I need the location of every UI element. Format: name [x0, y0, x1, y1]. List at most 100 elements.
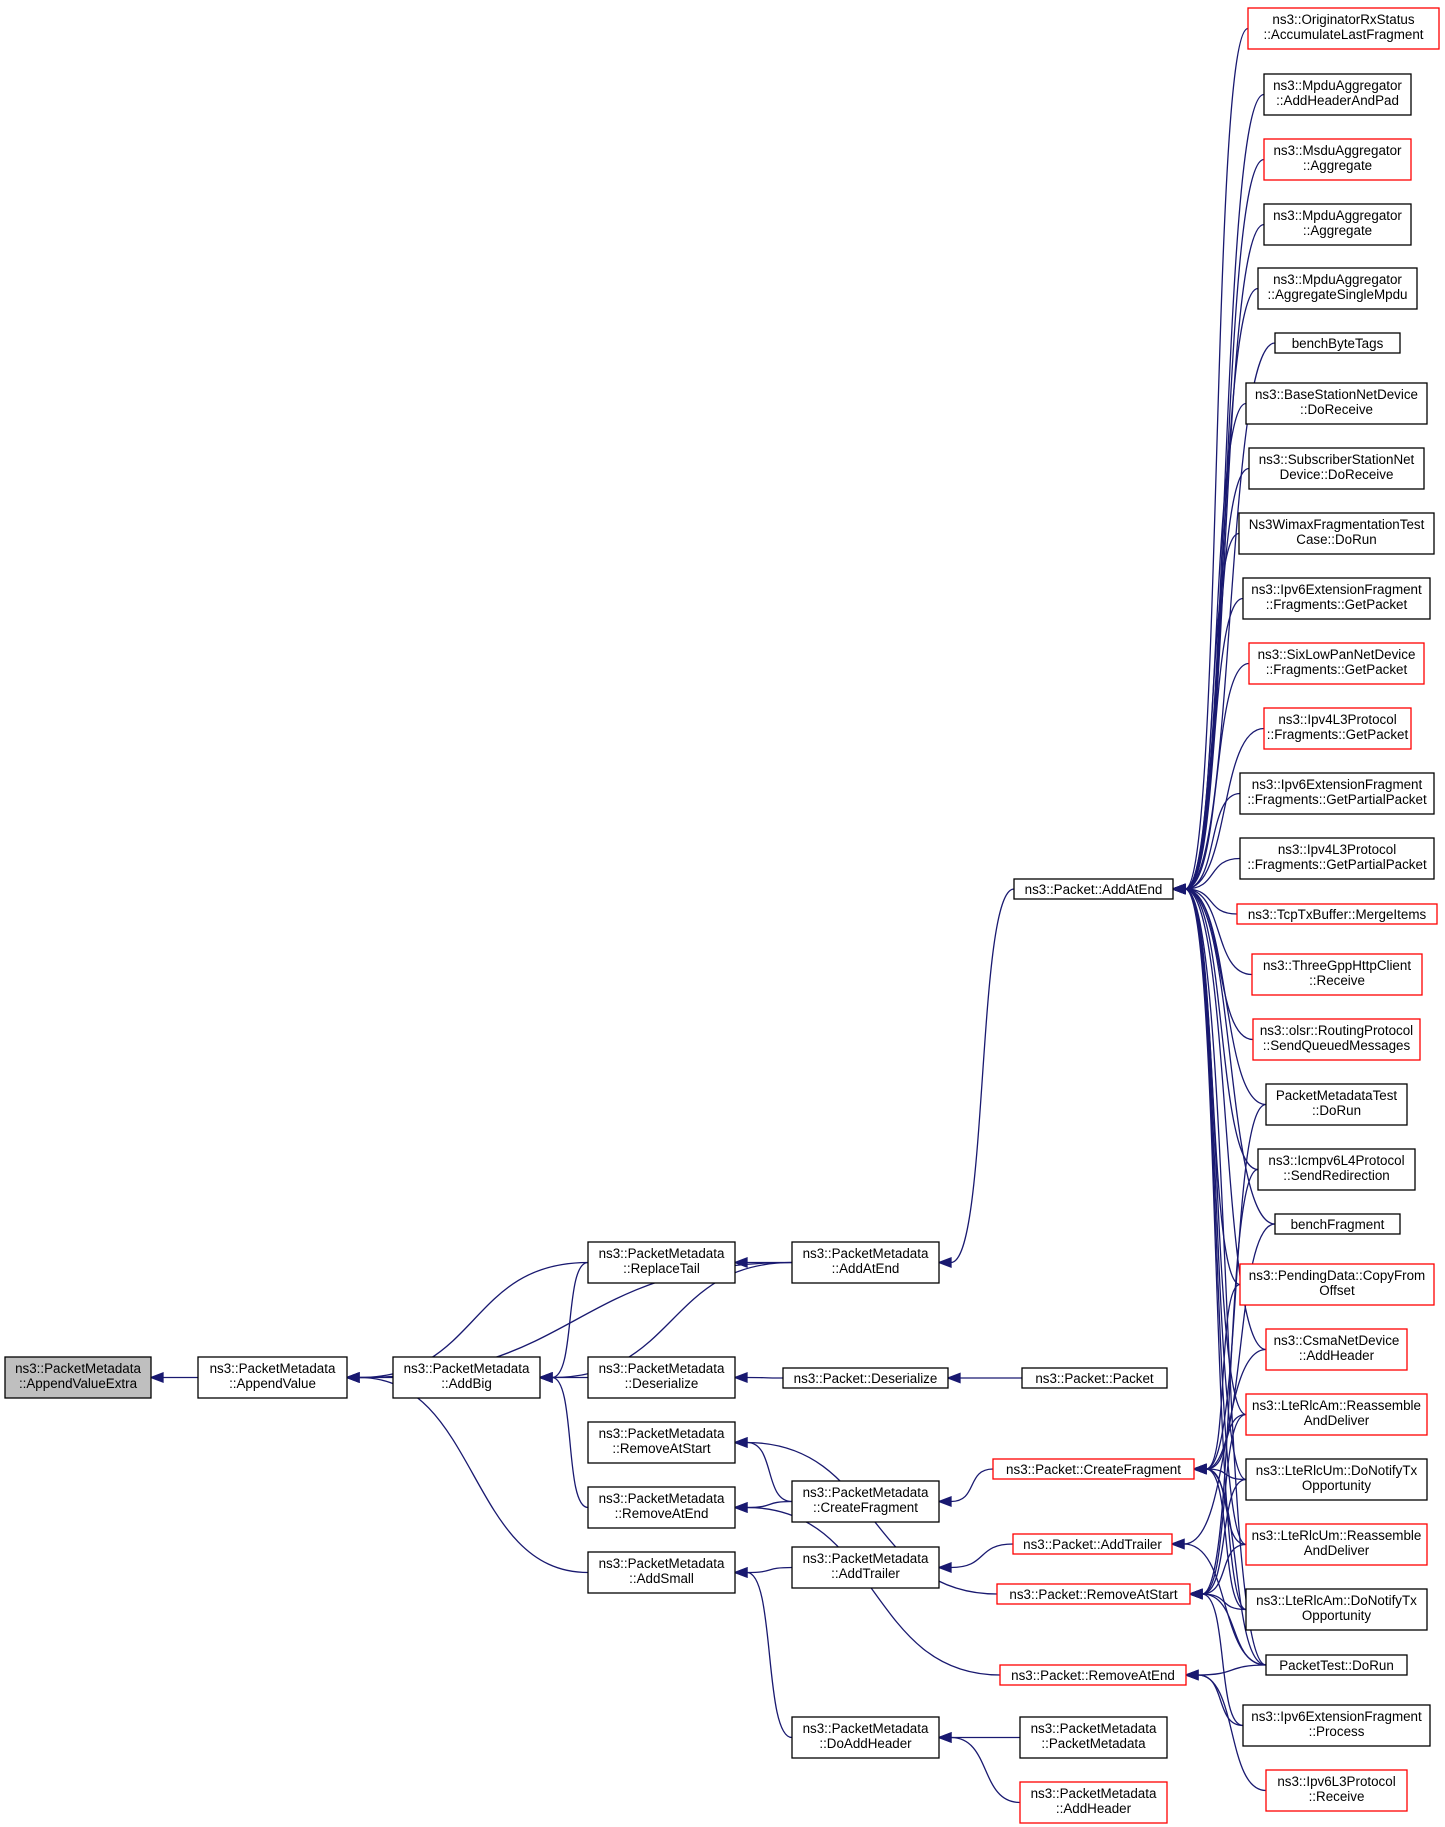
- node-label-line: ns3::PendingData::CopyFrom: [1249, 1268, 1425, 1283]
- graph-node-benchFragment[interactable]: benchFragment: [1274, 1213, 1401, 1235]
- graph-node-appendValue[interactable]: ns3::PacketMetadata::AppendValue: [197, 1356, 348, 1399]
- node-label-line: ns3::LteRlcUm::Reassemble: [1252, 1528, 1422, 1543]
- node-box: [1239, 1263, 1435, 1306]
- node-label-line: ns3::Packet::Deserialize: [794, 1371, 938, 1386]
- node-box: [1252, 1018, 1421, 1061]
- graph-node-pmDoAddHeader[interactable]: ns3::PacketMetadata::DoAddHeader: [791, 1716, 940, 1759]
- graph-node-mpduAgg[interactable]: ns3::MpduAggregator::Aggregate: [1263, 203, 1412, 246]
- graph-node-pmDeserialize[interactable]: ns3::PacketMetadata::Deserialize: [587, 1356, 736, 1399]
- node-label-line: PacketTest::DoRun: [1279, 1658, 1394, 1673]
- edge-line: [1184, 792, 1241, 890]
- node-label-line: ns3::Ipv6ExtensionFragment: [1251, 582, 1422, 597]
- graph-node-ipv4Get[interactable]: ns3::Ipv4L3Protocol::Fragments::GetPacke…: [1263, 707, 1412, 750]
- node-box: [992, 1458, 1195, 1480]
- node-box: [1238, 512, 1435, 555]
- node-box: [1245, 1588, 1428, 1631]
- node-label-line: Ns3WimaxFragmentationTest: [1249, 517, 1425, 532]
- graph-node-threeGpp[interactable]: ns3::ThreeGppHttpClient::Receive: [1251, 953, 1423, 996]
- graph-node-pmRemoveAtEnd[interactable]: ns3::PacketMetadata::RemoveAtEnd: [587, 1486, 736, 1529]
- edge-line: [1201, 1543, 1247, 1595]
- graph-node-ipv6ExtPartial[interactable]: ns3::Ipv6ExtensionFragment::Fragments::G…: [1239, 772, 1435, 815]
- edge-arrowhead: [1171, 883, 1186, 895]
- graph-node-root[interactable]: ns3::PacketMetadata::AppendValueExtra: [4, 1356, 152, 1399]
- node-box: [1248, 447, 1425, 490]
- graph-node-pmAddAtEnd[interactable]: ns3::PacketMetadata::AddAtEnd: [791, 1241, 940, 1284]
- edge-line: [1184, 597, 1244, 890]
- node-box: [1263, 138, 1412, 181]
- graph-node-mpduAggSingle[interactable]: ns3::MpduAggregator::AggregateSingleMpdu: [1257, 267, 1418, 310]
- graph-node-icmpv6[interactable]: ns3::Icmpv6L4Protocol::SendRedirection: [1257, 1148, 1416, 1191]
- graph-node-pPacket[interactable]: ns3::Packet::Packet: [1021, 1367, 1168, 1389]
- node-label-line: ns3::MpduAggregator: [1273, 208, 1402, 223]
- node-label-line: ns3::Packet::Packet: [1035, 1371, 1154, 1386]
- node-box: [1265, 1083, 1408, 1126]
- graph-node-ssDoReceive[interactable]: ns3::SubscriberStationNetDevice::DoRecei…: [1248, 447, 1425, 490]
- node-label-line: ns3::PacketMetadata: [803, 1246, 929, 1261]
- graph-node-pmAddHeader[interactable]: ns3::PacketMetadata::AddHeader: [1019, 1781, 1168, 1824]
- graph-node-bsDoReceive[interactable]: ns3::BaseStationNetDevice::DoReceive: [1245, 382, 1428, 425]
- edge-line: [746, 1441, 793, 1503]
- graph-node-pRemoveAtEnd[interactable]: ns3::Packet::RemoveAtEnd: [999, 1664, 1187, 1686]
- node-label-line: benchByteTags: [1292, 336, 1384, 351]
- node-label-line: ::Fragments::GetPacket: [1266, 597, 1408, 612]
- node-label-line: ns3::OriginatorRxStatus: [1272, 12, 1414, 27]
- node-label-line: ::DoReceive: [1300, 402, 1373, 417]
- edge-line: [1201, 1168, 1259, 1595]
- edge-line: [1184, 662, 1250, 890]
- node-box: [1251, 953, 1423, 996]
- node-label-line: ns3::PacketMetadata: [1031, 1786, 1157, 1801]
- graph-node-benchByteTags[interactable]: benchByteTags: [1274, 332, 1401, 354]
- node-label-line: ::DoRun: [1312, 1103, 1361, 1118]
- graph-node-pCreateFragment[interactable]: ns3::Packet::CreateFragment: [992, 1458, 1195, 1480]
- graph-node-ipv6ExtGet[interactable]: ns3::Ipv6ExtensionFragment::Fragments::G…: [1242, 577, 1431, 620]
- graph-node-pmAddTrailer[interactable]: ns3::PacketMetadata::AddTrailer: [791, 1546, 940, 1589]
- graph-node-sixLowPanGet[interactable]: ns3::SixLowPanNetDevice::Fragments::GetP…: [1248, 642, 1425, 685]
- node-label-line: ::AddHeader: [1056, 1801, 1132, 1816]
- node-label-line: ns3::PacketMetadata: [803, 1721, 929, 1736]
- graph-node-msduAgg[interactable]: ns3::MsduAggregator::Aggregate: [1263, 138, 1412, 181]
- graph-node-ipv6ExtProcess[interactable]: ns3::Ipv6ExtensionFragment::Process: [1242, 1704, 1431, 1747]
- node-box: [587, 1356, 736, 1399]
- graph-node-pRemoveAtStart[interactable]: ns3::Packet::RemoveAtStart: [996, 1583, 1191, 1605]
- graph-node-mpduAddHdr[interactable]: ns3::MpduAggregator::AddHeaderAndPad: [1263, 73, 1412, 116]
- graph-node-pAddTrailer[interactable]: ns3::Packet::AddTrailer: [1012, 1533, 1173, 1555]
- node-label-line: ::SendRedirection: [1283, 1168, 1389, 1183]
- node-label-line: ns3::PacketMetadata: [210, 1361, 336, 1376]
- node-label-line: ns3::Packet::RemoveAtStart: [1009, 1587, 1177, 1602]
- node-box: [791, 1716, 940, 1759]
- edge-arrowhead: [937, 1496, 952, 1507]
- node-box: [1274, 332, 1401, 354]
- graph-node-olsr[interactable]: ns3::olsr::RoutingProtocol::SendQueuedMe…: [1252, 1018, 1421, 1061]
- graph-node-pmCreateFragment[interactable]: ns3::PacketMetadata::CreateFragment: [791, 1480, 940, 1523]
- edge-arrowhead: [733, 1502, 748, 1513]
- node-box: [1263, 73, 1412, 116]
- graph-node-pmPacketMetadata[interactable]: ns3::PacketMetadata::PacketMetadata: [1019, 1716, 1168, 1759]
- graph-node-packetTest[interactable]: PacketTest::DoRun: [1265, 1654, 1408, 1676]
- edge-line: [1205, 1468, 1247, 1611]
- graph-node-pmRemoveAtStart[interactable]: ns3::PacketMetadata::RemoveAtStart: [587, 1421, 736, 1464]
- edge-line: [1184, 467, 1250, 890]
- graph-node-csma[interactable]: ns3::CsmaNetDevice::AddHeader: [1265, 1328, 1408, 1371]
- graph-node-tcpTx[interactable]: ns3::TcpTxBuffer::MergeItems: [1236, 903, 1438, 925]
- graph-node-ipv4Partial[interactable]: ns3::Ipv4L3Protocol::Fragments::GetParti…: [1239, 837, 1435, 880]
- graph-edge-icmpv6-to-pAddAtEnd: [1171, 883, 1259, 1171]
- node-label-line: ::AddSmall: [629, 1571, 694, 1586]
- graph-node-addSmall[interactable]: ns3::PacketMetadata::AddSmall: [587, 1551, 736, 1594]
- graph-node-addBig[interactable]: ns3::PacketMetadata::AddBig: [392, 1356, 541, 1399]
- edge-layer: [149, 27, 1276, 1804]
- graph-node-pAddAtEnd[interactable]: ns3::Packet::AddAtEnd: [1013, 878, 1174, 900]
- node-layer: ns3::PacketMetadata::AppendValueExtrans3…: [4, 7, 1440, 1824]
- graph-node-ipv6L3Receive[interactable]: ns3::Ipv6L3Protocol::Receive: [1265, 1769, 1408, 1812]
- graph-node-origRx[interactable]: ns3::OriginatorRxStatus::AccumulateLastF…: [1247, 7, 1440, 50]
- graph-node-replaceTail[interactable]: ns3::PacketMetadata::ReplaceTail: [587, 1241, 736, 1284]
- graph-node-pmTest[interactable]: PacketMetadataTest::DoRun: [1265, 1083, 1408, 1126]
- graph-node-pDeserialize[interactable]: ns3::Packet::Deserialize: [782, 1367, 949, 1389]
- edge-line: [1205, 1468, 1247, 1481]
- edge-line: [1205, 1223, 1276, 1470]
